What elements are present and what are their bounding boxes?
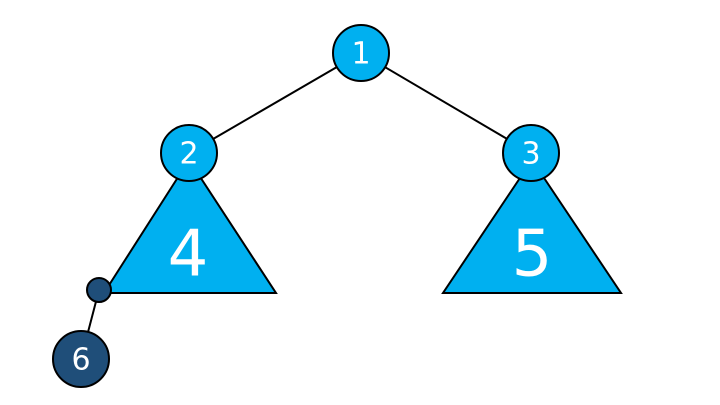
node-3-label: 3 (521, 137, 540, 172)
node-1-circle (332, 24, 390, 82)
subtree-5-triangle (441, 158, 623, 294)
edge-1-2 (188, 52, 362, 154)
node-3-circle (502, 124, 560, 182)
subtree-5-label: 5 (512, 218, 553, 292)
node-6-label: 6 (71, 343, 90, 378)
node-2-label: 2 (179, 137, 198, 172)
node-2-circle (160, 124, 218, 182)
leaf-attachment-dot (86, 277, 112, 303)
node-6-circle (52, 330, 110, 388)
subtree-4-label: 4 (168, 218, 209, 292)
node-1-label: 1 (351, 37, 370, 72)
edge-1-3 (360, 52, 532, 154)
subtree-4-triangle (102, 158, 278, 294)
